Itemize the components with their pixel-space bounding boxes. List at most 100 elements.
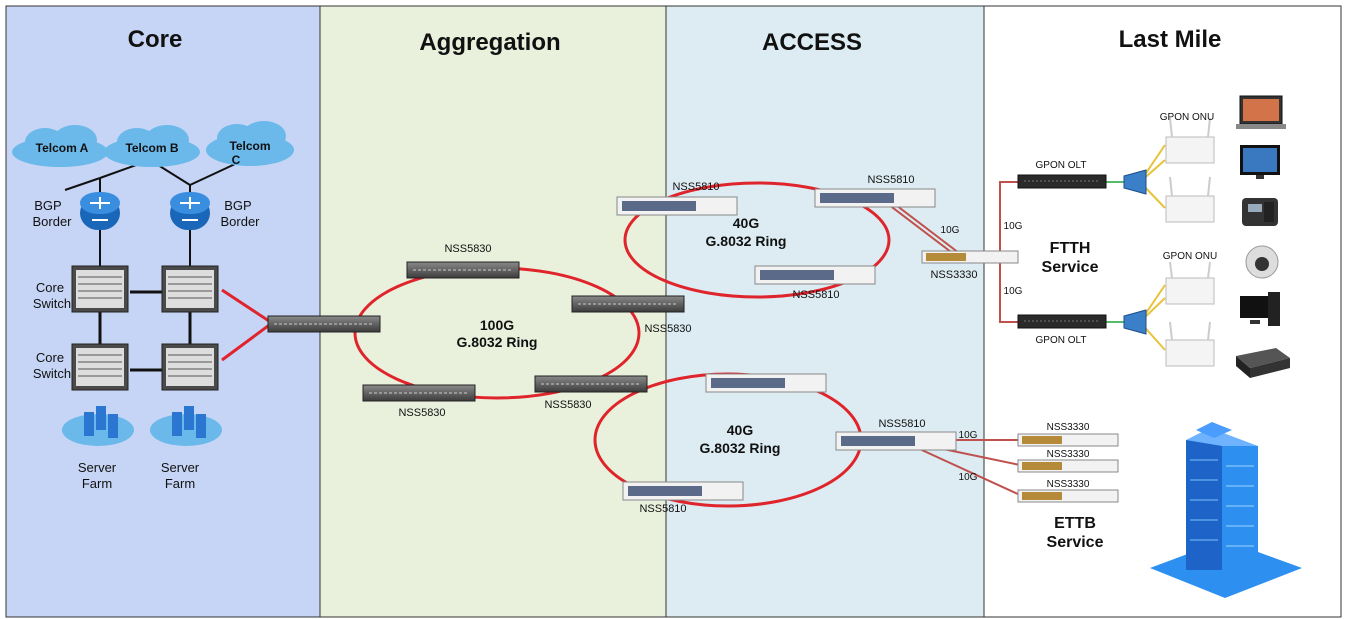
cloud-label-telcom-b: Telcom B — [125, 141, 178, 155]
access-title: ACCESS — [762, 29, 862, 56]
set-top-box-icon — [1236, 348, 1290, 378]
ip-phone-icon — [1242, 198, 1278, 226]
nss3330-label-2: NSS3330 — [1047, 449, 1090, 460]
desktop-pc-icon — [1240, 292, 1280, 326]
ettb-label: ETTB — [1054, 515, 1096, 532]
border-label-1: Border — [32, 214, 72, 229]
switch-icon — [1017, 459, 1119, 473]
core-uplink-2 — [221, 321, 273, 362]
core-switch-icon — [71, 265, 129, 313]
last-mile-section — [983, 5, 1342, 618]
core-uplink-1 — [221, 288, 273, 325]
access-ring-upper — [623, 181, 891, 299]
router-icon — [170, 192, 210, 230]
onu-router-icon — [1165, 176, 1215, 223]
bgp-label-1: BGP — [34, 198, 61, 213]
nss5810-label-3: NSS5810 — [792, 289, 839, 301]
core-switch-icon — [161, 343, 219, 391]
switch-icon — [921, 250, 1019, 264]
core-switch-label-1b: Switch — [33, 296, 71, 311]
link-10g-label-4: 10G — [959, 430, 978, 441]
nss5830-label-bottom-mid: NSS5830 — [544, 399, 591, 411]
nss5810-label-5: NSS5810 — [639, 503, 686, 515]
router-icon — [80, 192, 120, 230]
core-switch-label-1a: Core — [36, 280, 64, 295]
switch-icon — [1017, 489, 1119, 503]
core-switch-label-2a: Core — [36, 350, 64, 365]
server-farm-label-1a: Server — [78, 460, 117, 475]
tv-icon — [1240, 145, 1280, 179]
core-switch-icon — [161, 265, 219, 313]
access-section — [665, 5, 985, 618]
core-switch-label-2b: Switch — [33, 366, 71, 381]
switch-icon — [571, 295, 685, 313]
ring-name-40g-upper: G.8032 Ring — [706, 233, 787, 249]
cloud-telcom-c: Telcom C — [206, 121, 294, 167]
switch-icon — [1017, 433, 1119, 447]
server-farm-label-2a: Server — [161, 460, 200, 475]
nss3330-label-3: NSS3330 — [1047, 479, 1090, 490]
border-label-2: Border — [220, 214, 260, 229]
server-farm-label-1b: Farm — [82, 476, 112, 491]
aggregation-title: Aggregation — [419, 29, 560, 56]
switch-icon — [267, 315, 381, 333]
nss5830-label-top: NSS5830 — [444, 243, 491, 255]
olt-link-lower — [999, 257, 1020, 323]
link-10g-label-5: 10G — [959, 472, 978, 483]
cloud-label-telcom-a: Telcom A — [36, 141, 89, 155]
ring-name-40g-lower: G.8032 Ring — [700, 440, 781, 456]
last-mile-title: Last Mile — [1119, 26, 1222, 53]
ring-speed-100g: 100G — [480, 317, 514, 333]
switch-icon — [534, 375, 648, 393]
camera-icon — [1245, 245, 1279, 279]
ring-speed-40g-lower: 40G — [727, 422, 754, 438]
cloud-label-telcom: Telcom — [229, 139, 270, 153]
nss5810-label-1: NSS5810 — [672, 181, 719, 193]
server-farm-label-2b: Farm — [165, 476, 195, 491]
splitter-icon — [1123, 309, 1147, 335]
nss5830-label-bottom-left: NSS5830 — [398, 407, 445, 419]
nss5810-label-2: NSS5810 — [867, 174, 914, 186]
switch-icon — [814, 188, 936, 208]
link-10g-label-3: 10G — [1004, 286, 1023, 297]
link-10g-label-1: 10G — [941, 225, 960, 236]
gpon-onu-label-1: GPON ONU — [1160, 112, 1214, 123]
switch-icon — [754, 265, 876, 285]
switch-icon — [406, 261, 520, 279]
laptop-icon — [1236, 95, 1286, 129]
cloud-link-a — [64, 177, 101, 191]
cloud-label-c: C — [232, 153, 241, 167]
onu-router-icon — [1165, 117, 1215, 164]
server-farm-icon — [62, 406, 134, 446]
cloud-telcom-a: Telcom A — [12, 125, 108, 167]
gpon-olt-label-2: GPON OLT — [1036, 335, 1087, 346]
onu-router-icon — [1165, 261, 1215, 305]
switch-icon — [362, 384, 476, 402]
onu-router-icon — [1165, 321, 1215, 367]
nss5830-label-right: NSS5830 — [644, 323, 691, 335]
gpon-onu-label-2: GPON ONU — [1163, 251, 1217, 262]
switch-icon — [622, 481, 744, 501]
olt-link-upper — [999, 181, 1020, 257]
nss5810-label-4: NSS5810 — [878, 418, 925, 430]
ftth-label: FTTH — [1050, 240, 1091, 257]
splitter-icon — [1123, 169, 1147, 195]
nss3330-label-ftth: NSS3330 — [930, 269, 977, 281]
link-10g-label-2: 10G — [1004, 221, 1023, 232]
core-title: Core — [128, 26, 183, 53]
switch-icon — [835, 431, 957, 451]
olt-icon — [1017, 314, 1107, 329]
bgp-label-2: BGP — [224, 198, 251, 213]
ring-speed-40g-upper: 40G — [733, 215, 760, 231]
olt-icon — [1017, 174, 1107, 189]
nss3330-label-1: NSS3330 — [1047, 422, 1090, 433]
gpon-olt-label-1: GPON OLT — [1036, 160, 1087, 171]
ftth-service-label: Service — [1042, 259, 1099, 276]
ettb-service-label: Service — [1047, 534, 1104, 551]
cloud-telcom-b: Telcom B — [104, 125, 200, 167]
switch-icon — [705, 373, 827, 393]
core-switch-icon — [71, 343, 129, 391]
switch-icon — [616, 196, 738, 216]
ring-name-100g: G.8032 Ring — [457, 334, 538, 350]
